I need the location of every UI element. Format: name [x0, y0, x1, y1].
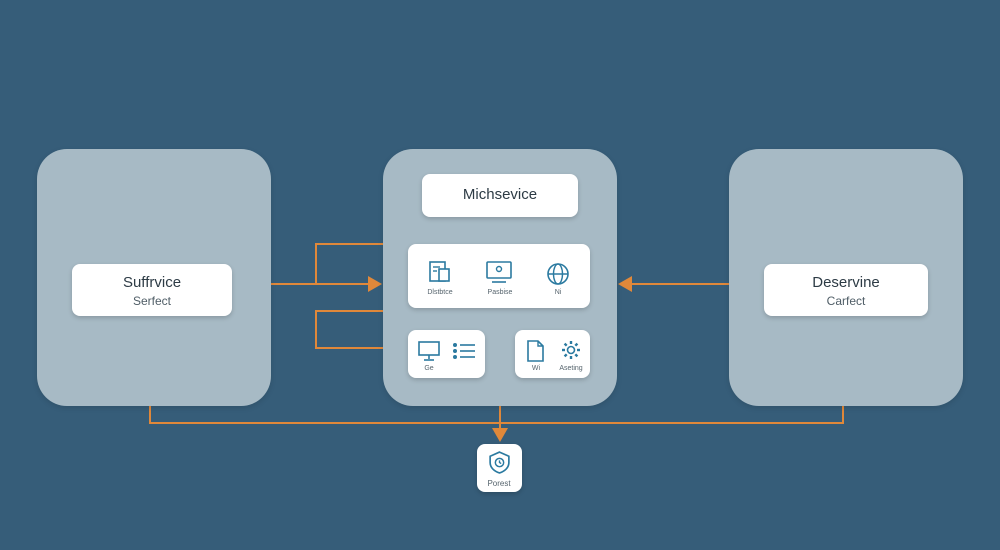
icon-label-pasbise: Pasbise	[487, 289, 513, 296]
connector-branch-top	[315, 243, 384, 284]
center-card-a[interactable]: Ge	[408, 330, 485, 378]
right-node-subtitle: Carfect	[826, 294, 866, 308]
monitor-icon	[486, 261, 512, 283]
center-node-title: Michsevice	[462, 186, 538, 203]
bottom-node-card[interactable]: Porest	[477, 444, 522, 492]
shield-icon	[489, 451, 510, 474]
icon-label-dlstbtce: Dlstbtce	[427, 289, 453, 296]
desktop-icon	[418, 341, 440, 361]
center-icon-row-card[interactable]: Dlstbtce Pasbise Ni	[408, 244, 590, 308]
left-node-title: Suffrvice	[122, 274, 182, 291]
icon-label-ni: Ni	[554, 289, 562, 296]
globe-icon	[547, 263, 569, 285]
gear-icon	[562, 341, 580, 359]
document-icon	[429, 261, 450, 282]
icon-label-wi: Wi	[531, 365, 541, 372]
icon-label-aseting: Aseting	[559, 365, 583, 372]
left-node-card[interactable]: Suffrvice Serfect	[72, 264, 232, 316]
center-card-b[interactable]: Wi Aseting	[515, 330, 590, 378]
right-node-title: Deservine	[812, 274, 880, 291]
icon-label-ge: Ge	[424, 365, 434, 372]
left-node-subtitle: Serfect	[132, 294, 171, 308]
bottom-node-label: Porest	[487, 479, 511, 488]
right-node-card[interactable]: Deservine Carfect	[764, 264, 928, 316]
connector-branch-card-a	[315, 310, 406, 356]
list-icon	[453, 343, 475, 359]
file-icon	[527, 340, 544, 362]
center-node-title-card[interactable]: Michsevice	[422, 174, 578, 217]
